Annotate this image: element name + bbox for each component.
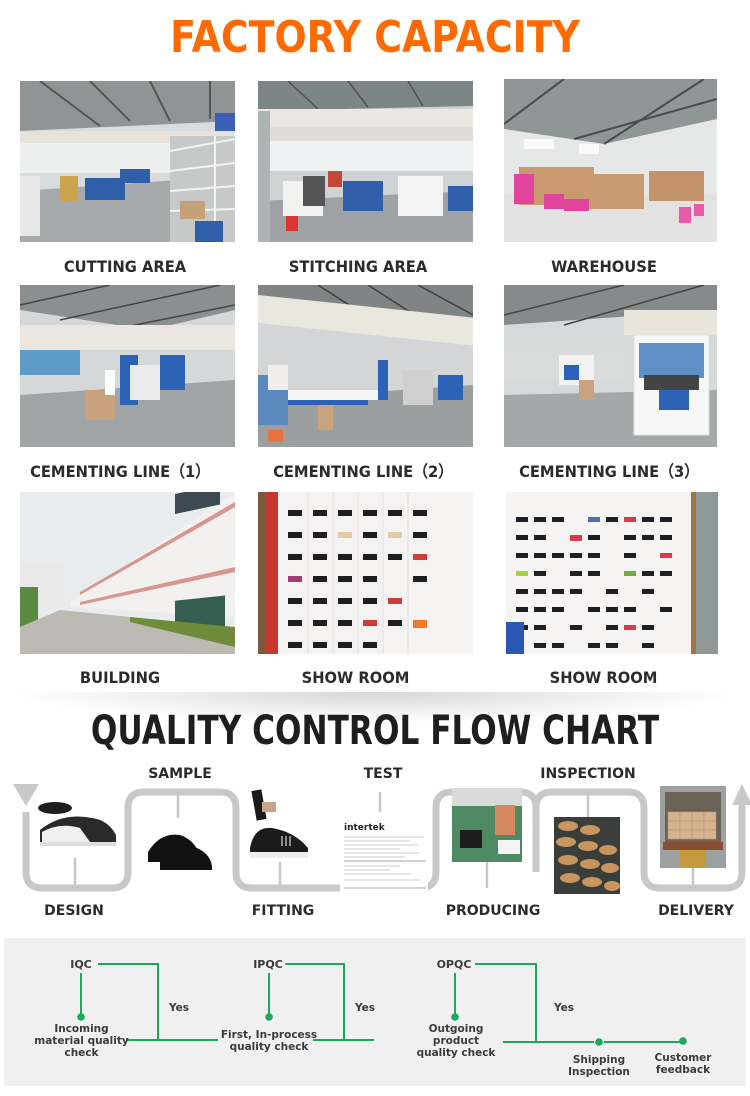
qc-desc-customer-feedback: Customer feedback — [654, 1052, 712, 1076]
caption-cutting-area: CUTTING AREA — [63, 257, 187, 276]
qc-code-iqc: IQC — [70, 958, 92, 971]
qc-desc-ipqc: First, In-process quality check — [220, 1029, 318, 1053]
inspection-photo — [554, 817, 620, 894]
qc-desc-opqc: Outgoing product quality check — [416, 1023, 496, 1059]
qc-yes-2: Yes — [354, 1002, 375, 1014]
caption-warehouse: WAREHOUSE — [551, 257, 657, 276]
qc-code-opqc: OPQC — [436, 958, 472, 971]
photo-show-room-2 — [506, 492, 718, 654]
qc-desc-shipping-inspection: Shipping Inspection — [568, 1054, 630, 1078]
caption-show-room-2: SHOW ROOM — [549, 668, 658, 687]
factory-capacity-title: FACTORY CAPACITY — [170, 12, 580, 63]
qc-connector-lines — [77, 963, 687, 1046]
photo-building — [20, 492, 235, 654]
delivery-container-photo — [660, 786, 726, 868]
intertek-logo: intertek — [344, 823, 386, 833]
photo-stitching-area — [258, 81, 473, 242]
photo-cementing-line-2 — [258, 285, 473, 447]
flow-step-inspection: INSPECTION — [540, 766, 636, 782]
section-divider-shadow — [20, 692, 730, 722]
design-shoe-image — [38, 802, 116, 846]
flow-step-design: DESIGN — [44, 903, 104, 919]
photo-warehouse — [504, 79, 717, 242]
start-triangle-icon — [13, 784, 39, 806]
photo-show-room-1 — [258, 492, 473, 654]
photo-cutting-area — [20, 81, 235, 242]
flow-step-producing: PRODUCING — [445, 903, 541, 919]
ipqc-node-dot — [265, 1013, 273, 1021]
caption-stitching-area: STITCHING AREA — [288, 257, 428, 276]
flow-step-fitting: FITTING — [251, 903, 315, 919]
photo-cementing-line-1 — [20, 285, 235, 447]
caption-cementing-line-2: CEMENTING LINE（2） — [273, 462, 453, 481]
sample-shoes-image — [148, 834, 212, 870]
qc-ladder-chart: IQC Yes Incoming material quality check … — [4, 938, 746, 1086]
producing-photo — [452, 788, 522, 862]
qc-yes-3: Yes — [553, 1002, 574, 1014]
flow-step-sample: SAMPLE — [148, 766, 212, 782]
flow-step-delivery: DELIVERY — [658, 903, 734, 919]
qc-desc-iqc: Incoming material quality check — [34, 1023, 129, 1059]
feedback-node-dot — [679, 1037, 687, 1045]
qc-flow-title: QUALITY CONTROL FLOW CHART — [90, 708, 660, 754]
end-arrow-icon — [732, 784, 750, 805]
flow-step-test: TEST — [363, 766, 403, 782]
qc-yes-1: Yes — [168, 1002, 189, 1014]
caption-show-room-1: SHOW ROOM — [301, 668, 410, 687]
caption-building: BUILDING — [79, 668, 161, 687]
photo-cementing-line-3 — [504, 285, 717, 447]
caption-cementing-line-1: CEMENTING LINE（1） — [30, 462, 210, 481]
qc-flow-path: intertek — [13, 784, 750, 894]
opqc-node-dot — [451, 1013, 459, 1021]
qc-code-ipqc: IPQC — [253, 958, 283, 971]
shipping-node-dot — [595, 1038, 603, 1046]
iqc-node-dot — [77, 1013, 85, 1021]
test-report-document: intertek — [340, 812, 428, 892]
fitting-shoe-image — [250, 789, 308, 858]
caption-cementing-line-3: CEMENTING LINE（3） — [519, 462, 699, 481]
